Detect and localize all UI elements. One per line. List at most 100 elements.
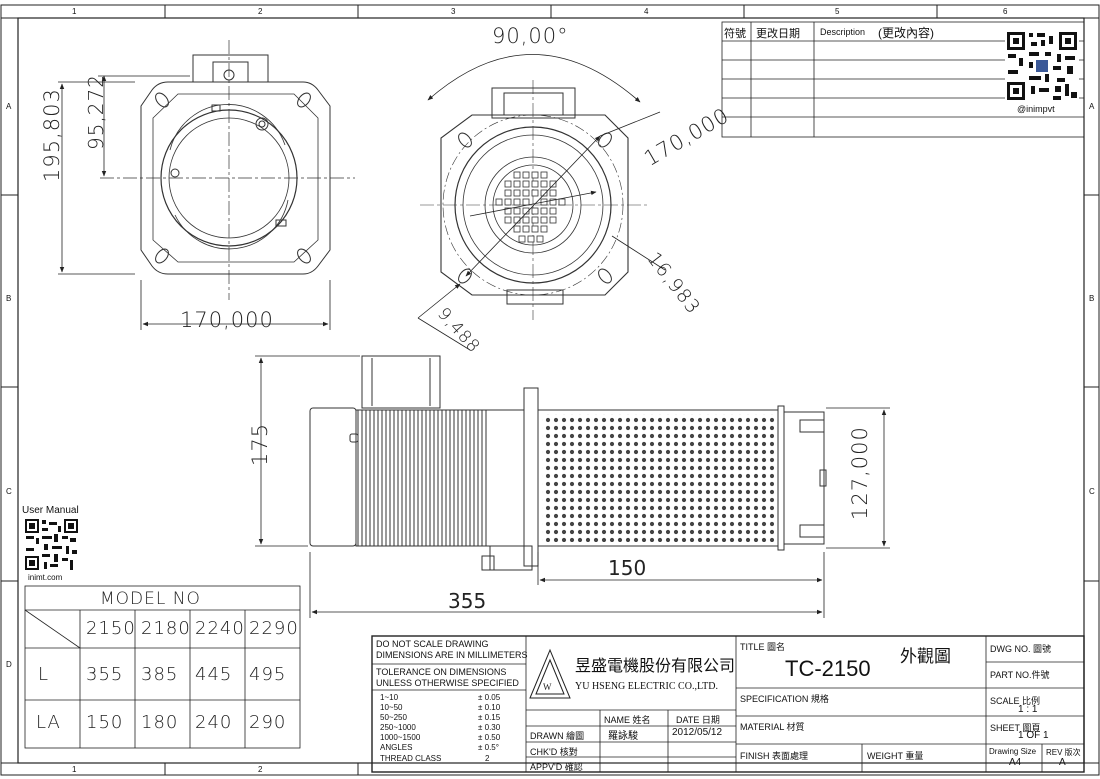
drawing-size-value: A4 [1009,757,1022,768]
drawn-date: 2012/05/12 [672,727,723,738]
col-label: 2 [258,7,263,16]
row-label: D [6,660,12,669]
la-value-2150: 150 [86,712,124,733]
qr-code-top [1005,30,1079,102]
row-label-l: L [38,664,50,685]
note-millimeters: DIMENSIONS ARE IN MILLIMETERS [376,650,528,660]
drawing-title: TC-2150 [785,656,871,681]
qr-code-top-graphic [1005,30,1079,102]
tolerance-range: 1000~1500 [380,733,421,742]
row-label: B [6,294,12,303]
la-value-2290: 290 [249,712,287,733]
tolerance-value: ± 0.15 [478,713,501,722]
col-label-bottom: 2 [258,765,263,774]
tolerance-range: ANGLES [380,743,413,752]
tolerance-range: 50~250 [380,713,407,722]
title-block-grid [371,635,1085,773]
drawing-size-label: Drawing Size [989,747,1037,756]
top-view-dimension-lines [417,54,666,351]
drawing-frame [0,4,1100,776]
tolerance-value: ± 0.5° [478,743,499,752]
inlet-grid [495,171,566,243]
revision-symbol-header: 符號 [724,28,746,40]
model-table-title: MODEL NO [100,589,201,609]
qr-code-left [24,518,79,571]
col-label: 6 [1003,7,1008,16]
l-value-2290: 495 [249,664,287,685]
la-value-2240: 240 [195,712,233,733]
sheet-label: SHEET 圖頁 [990,723,1041,733]
dimension-195: 195,803 [40,88,64,182]
tolerance-range: THREAD CLASS [380,754,442,763]
tolerance-value: ± 0.30 [478,723,501,732]
finish-label: FINISH 表面處理 [740,751,809,761]
row-label-la: LA [36,712,61,733]
col-label-bottom: 1 [72,765,77,774]
company-name-chinese: 昱盛電機股份有限公司 [575,658,736,675]
approved-label: APPV'D 確認 [530,762,583,772]
tolerance-value: ± 0.50 [478,733,501,742]
l-value-2180: 385 [141,664,179,685]
date-header: DATE 日期 [676,715,720,725]
tolerance-value: ± 0.10 [478,703,501,712]
scale-label: SCALE 比例 [990,696,1041,706]
note-tolerance: TOLERANCE ON DIMENSIONS [376,667,507,677]
revision-description-header: Description [820,27,866,37]
dimension-127: 127,000 [848,426,872,520]
dimension-170-flange: 170,000 [180,308,274,332]
revision-date-header: 更改日期 [756,28,800,40]
flange-view [100,40,355,300]
col-label: 4 [644,7,649,16]
revision-label: REV 版次 [1046,748,1081,757]
row-label-right: B [1089,294,1095,303]
dwg-no-label: DWG NO. 圖號 [990,644,1051,654]
row-label: C [6,487,12,496]
model-2240: 2240 [195,618,245,639]
user-manual-label: User Manual [22,505,79,516]
col-label: 1 [72,7,77,16]
model-2290: 2290 [249,618,299,639]
company-logo: W [529,648,571,699]
company-name-english: YU HSENG ELECTRIC CO.,LTD. [575,681,718,692]
weight-label: WEIGHT 重量 [867,751,924,761]
note-unless: UNLESS OTHERWISE SPECIFIED [376,678,519,688]
tolerance-range: 250~1000 [380,723,416,732]
row-label-right: A [1089,102,1095,111]
flange-dimension-lines [58,75,331,330]
qr-code-left-graphic [24,518,79,571]
dimension-90-degrees: 90,00° [492,24,569,48]
material-label: MATERIAL 材質 [740,722,805,732]
dimension-175: 175 [248,422,272,466]
title-chinese: 外觀圖 [900,647,951,666]
model-table-grid [24,585,301,749]
qr-top-handle: @inimpvt [1017,104,1055,114]
col-label: 3 [451,7,456,16]
la-value-2180: 180 [141,712,179,733]
part-no-label: PART NO.件號 [990,670,1050,680]
row-label-right: C [1089,487,1095,496]
title-label: TITLE 圖名 [740,642,786,652]
tolerance-value: 2 [485,754,490,763]
revision-value: A [1059,757,1066,768]
drawn-label: DRAWN 繪圖 [530,731,585,741]
l-value-2240: 445 [195,664,233,685]
svg-text:W: W [543,682,552,692]
tolerance-range: 1~10 [380,693,399,702]
tolerance-value: ± 0.05 [478,693,501,702]
col-label: 5 [835,7,840,16]
user-manual-url: inimt.com [28,573,63,582]
scale-value: 1 : 1 [1018,704,1038,715]
revision-content-header: (更改內容) [878,26,934,40]
note-no-scale: DO NOT SCALE DRAWING [376,639,489,649]
pump-top-view [420,80,650,320]
sheet-value: 1 OF 1 [1018,730,1049,741]
specification-label: SPECIFICATION 規格 [740,694,829,704]
name-header: NAME 姓名 [604,715,651,725]
pump-side-view [309,355,827,571]
side-view-dimension-lines [255,355,890,618]
l-value-2150: 355 [86,664,124,685]
checked-label: CHK'D 核對 [530,747,578,757]
drawn-name: 羅詠駿 [608,731,638,742]
model-2150: 2150 [86,618,136,639]
